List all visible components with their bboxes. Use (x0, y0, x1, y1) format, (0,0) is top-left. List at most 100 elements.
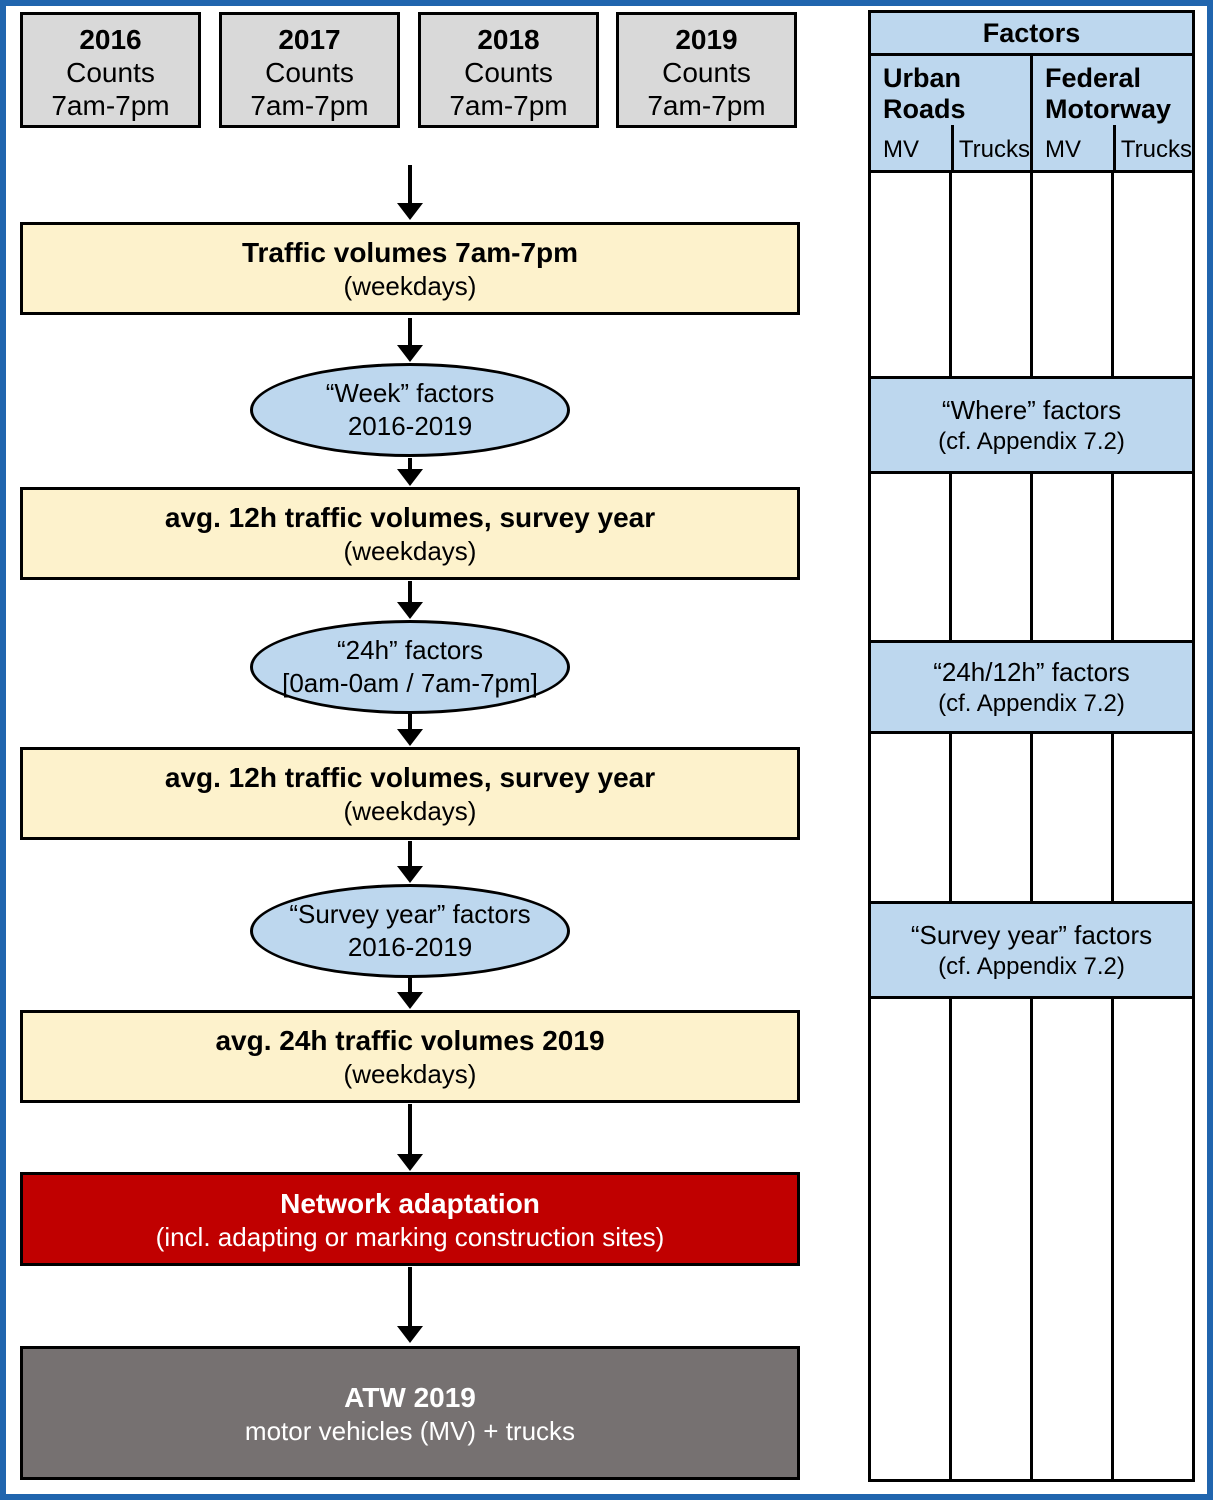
year-label: 2016 (79, 24, 142, 55)
flow-arrow-icon (392, 318, 428, 362)
subcol-mv: MV (1045, 136, 1081, 163)
process-subtitle: (weekdays) (343, 536, 477, 566)
flow-arrow-icon (392, 581, 428, 619)
arrow-line (408, 165, 412, 208)
subcol-trucks: Trucks (1112, 125, 1192, 170)
arrow-line (408, 1104, 412, 1159)
process-subtitle: (weekdays) (343, 1059, 477, 1089)
factor-row-24h-12h: “24h/12h” factors (cf. Appendix 7.2) (871, 640, 1192, 731)
column-group-urban-roads: Urban Roads MV Trucks (871, 56, 1030, 170)
empty-cell-row (871, 471, 1192, 640)
flow-arrow-icon (392, 841, 428, 883)
timespan-label: 7am-7pm (51, 90, 170, 121)
ellipse-line1: “Week” factors (325, 378, 495, 408)
empty-cell (871, 999, 949, 1479)
process-box-avg-12h-2: avg. 12h traffic volumes, survey year (w… (20, 747, 800, 840)
empty-cell (871, 173, 949, 376)
arrow-line (408, 318, 412, 350)
factor-row-survey-year: “Survey year” factors (cf. Appendix 7.2) (871, 901, 1192, 996)
flow-arrow-icon (392, 1104, 428, 1171)
arrow-head (397, 992, 423, 1009)
counts-label: Counts (66, 57, 155, 88)
factor-row-title: “Survey year” factors (910, 919, 1153, 950)
arrow-line (408, 841, 412, 871)
arrow-line (408, 581, 412, 607)
arrow-line (408, 1267, 412, 1331)
process-subtitle: (weekdays) (343, 796, 477, 826)
process-title: avg. 12h traffic volumes, survey year (164, 762, 656, 793)
factor-row-reference: (cf. Appendix 7.2) (938, 689, 1125, 717)
arrow-head (397, 1154, 423, 1171)
process-subtitle: (weekdays) (343, 271, 477, 301)
timespan-label: 7am-7pm (647, 90, 766, 121)
counts-label: Counts (662, 57, 751, 88)
empty-cell (949, 999, 1030, 1479)
empty-cell-row (871, 996, 1192, 1479)
empty-cell (871, 734, 949, 901)
flow-arrow-icon (392, 165, 428, 220)
flow-arrow-icon (392, 714, 428, 746)
arrow-head (397, 1326, 423, 1343)
ellipse-24h-factors: “24h” factors [0am-0am / 7am-7pm] (250, 620, 570, 714)
counts-label: Counts (464, 57, 553, 88)
factor-row-reference: (cf. Appendix 7.2) (938, 427, 1125, 455)
empty-cell (1030, 999, 1111, 1479)
process-box-avg-24h: avg. 24h traffic volumes 2019 (weekdays) (20, 1010, 800, 1103)
factors-table: Factors Urban Roads MV Trucks Federal Mo… (868, 10, 1195, 1482)
empty-cell (949, 474, 1030, 640)
process-title: avg. 12h traffic volumes, survey year (164, 502, 656, 533)
ellipse-line2: 2016-2019 (347, 932, 473, 962)
subcolumn-row: MV Trucks (871, 125, 1030, 170)
ellipse-survey-year-factors: “Survey year” factors 2016-2019 (250, 884, 570, 978)
process-title: ATW 2019 (344, 1381, 476, 1413)
group-label: Urban Roads (883, 63, 966, 124)
empty-cell (1111, 474, 1192, 640)
empty-cell (1111, 999, 1192, 1479)
group-label: Federal Motorway (1045, 63, 1172, 124)
flow-arrow-icon (392, 458, 428, 486)
ellipse-line2: 2016-2019 (347, 411, 473, 441)
counts-label: Counts (265, 57, 354, 88)
flow-arrow-icon (392, 978, 428, 1009)
process-title: avg. 24h traffic volumes 2019 (215, 1025, 605, 1056)
flow-arrow-icon (392, 1267, 428, 1343)
empty-cell (1111, 734, 1192, 901)
factor-row-reference: (cf. Appendix 7.2) (938, 952, 1125, 980)
process-box-avg-12h-1: avg. 12h traffic volumes, survey year (w… (20, 487, 800, 580)
count-box-2016: 2016 Counts 7am-7pm (20, 12, 201, 128)
factor-row-where: “Where” factors (cf. Appendix 7.2) (871, 376, 1192, 471)
factors-table-subheader: Urban Roads MV Trucks Federal Motorway M… (871, 53, 1192, 170)
arrow-head (397, 602, 423, 619)
empty-cell (871, 474, 949, 640)
empty-cell-row (871, 731, 1192, 901)
factor-row-title: “Where” factors (941, 394, 1122, 425)
process-title: Traffic volumes 7am-7pm (241, 237, 579, 268)
year-label: 2019 (675, 24, 738, 55)
factor-row-title: “24h/12h” factors (933, 656, 1130, 687)
arrow-head (397, 469, 423, 486)
empty-cell (1030, 734, 1111, 901)
atw-result-box: ATW 2019 motor vehicles (MV) + trucks (20, 1346, 800, 1480)
subcol-trucks: Trucks (950, 125, 1030, 170)
count-box-2019: 2019 Counts 7am-7pm (616, 12, 797, 128)
year-label: 2017 (278, 24, 341, 55)
arrow-head (397, 345, 423, 362)
arrow-line (408, 978, 412, 997)
ellipse-line1: “24h” factors (337, 635, 483, 665)
empty-cell (1030, 173, 1111, 376)
empty-cell (1111, 173, 1192, 376)
column-group-federal-motorway: Federal Motorway MV Trucks (1030, 56, 1192, 170)
timespan-label: 7am-7pm (250, 90, 369, 121)
arrow-line (408, 458, 412, 474)
process-box-traffic-volumes-12h: Traffic volumes 7am-7pm (weekdays) (20, 222, 800, 315)
arrow-head (397, 203, 423, 220)
count-box-2017: 2017 Counts 7am-7pm (219, 12, 400, 128)
ellipse-line2: [0am-0am / 7am-7pm] (282, 668, 538, 698)
process-subtitle: (incl. adapting or marking construction … (155, 1221, 665, 1252)
subcolumn-row: MV Trucks (1033, 125, 1192, 170)
arrow-head (397, 866, 423, 883)
network-adaptation-box: Network adaptation (incl. adapting or ma… (20, 1172, 800, 1266)
year-label: 2018 (477, 24, 540, 55)
arrow-head (397, 729, 423, 746)
